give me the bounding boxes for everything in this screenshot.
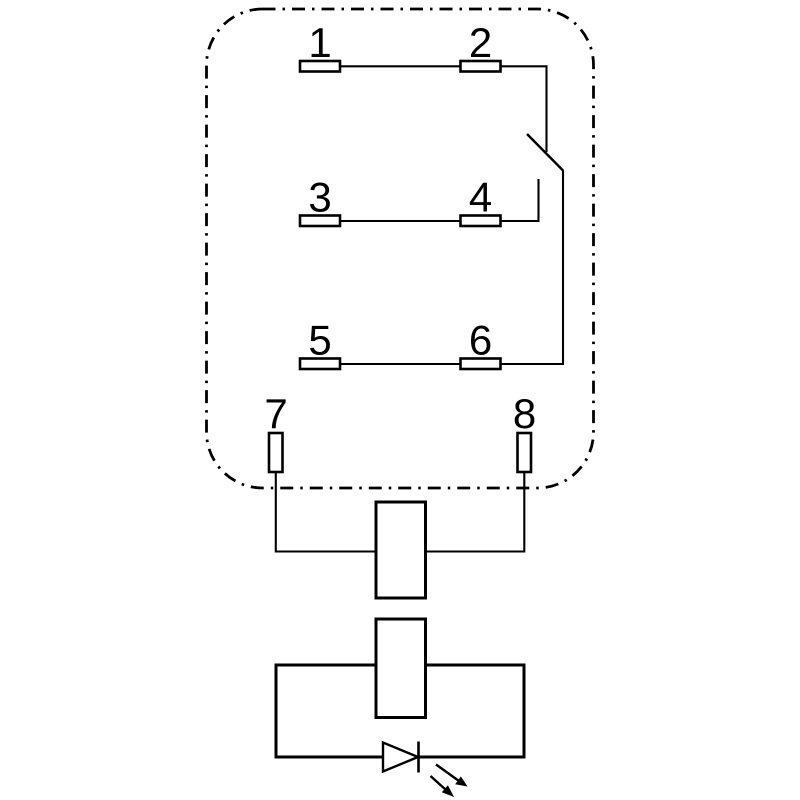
- terminal-3-pad: [298, 214, 342, 228]
- terminal-2-label: 2: [469, 19, 492, 66]
- terminal-5-pad: [298, 357, 342, 371]
- indicator-module: [274, 617, 526, 797]
- emission-arrow-1-head: [455, 776, 468, 787]
- emission-arrow-2-shaft: [429, 775, 447, 791]
- terminal-6-label: 6: [469, 317, 492, 364]
- terminal-7-pad: [267, 431, 284, 474]
- terminal-5-label: 5: [308, 317, 331, 364]
- terminal-labels: 1 2 3 4 5 6 7 8: [264, 19, 536, 437]
- terminal-8-pad: [516, 431, 533, 474]
- terminal-1-label: 1: [308, 19, 331, 66]
- terminal-6-pad: [459, 357, 502, 371]
- terminal-7-label: 7: [264, 390, 287, 437]
- led-emission-arrows: [429, 763, 468, 797]
- terminal-4-label: 4: [469, 174, 492, 221]
- emission-arrow-1-shaft: [435, 763, 460, 782]
- wire-terminal7-to-coil: [274, 472, 376, 553]
- terminal-4-pad: [459, 214, 502, 228]
- wire-terminal4-to-switch: [500, 179, 540, 223]
- wire-terminal6-to-switch: [500, 170, 565, 366]
- switch-blade: [526, 133, 564, 172]
- module-coil-symbol: [374, 617, 427, 719]
- terminal-2-pad: [459, 59, 502, 73]
- wire-terminal8-to-coil: [425, 472, 526, 553]
- wire-terminal2-to-switch: [500, 65, 548, 152]
- terminal-8-label: 8: [513, 390, 536, 437]
- relay-coil-symbol: [374, 500, 427, 600]
- wires: [274, 65, 565, 553]
- terminal-pads: [267, 59, 533, 474]
- terminal-3-label: 3: [308, 174, 331, 221]
- emission-arrow-2-head: [441, 785, 454, 797]
- relay-enclosure-border: [205, 7, 595, 490]
- led-triangle: [381, 740, 422, 774]
- terminal-1-pad: [298, 59, 342, 73]
- led-symbol: [381, 740, 422, 774]
